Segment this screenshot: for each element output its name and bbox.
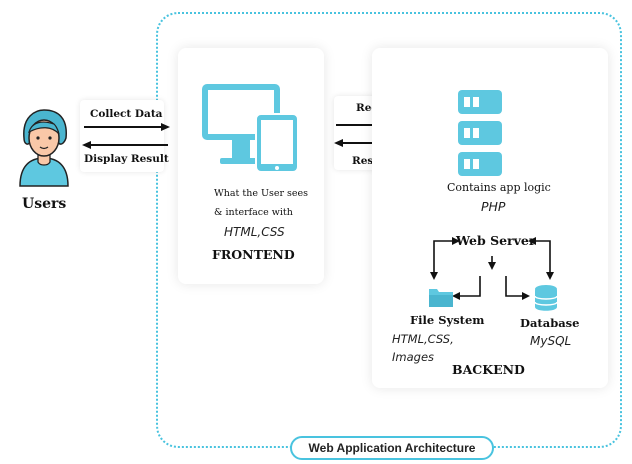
display-result-arrow [82,141,168,149]
diagram-title-badge: Web Application Architecture [290,436,494,460]
frontend-tech: HTML,CSS [224,225,285,239]
web-server-connectors [430,237,554,300]
database-tech: MySQL [530,334,572,348]
users-label: Users [22,196,67,212]
frontend-desc-line2: & interface with [214,207,293,218]
server-stack-icon [458,90,502,176]
display-result-label: Display Result [84,153,169,165]
web-server-label: Web Server [456,233,536,248]
user-avatar-icon [19,109,69,187]
file-system-tech-line2: Images [392,350,435,364]
database-icon [534,285,558,311]
database-label: Database [520,316,580,330]
users-frontend-connector [80,100,164,172]
backend-title: BACKEND [452,362,525,377]
backend-logic: Contains app logic [447,181,551,194]
collect-data-label: Collect Data [90,108,163,120]
folder-icon [429,289,453,307]
file-system-tech-line1: HTML,CSS, [392,332,454,346]
collect-data-arrow [84,123,170,131]
file-system-label: File System [410,313,485,327]
frontend-desc-line1: What the User sees [214,188,309,199]
frontend-title: FRONTEND [212,247,295,262]
desktop-devices-icon [202,84,299,173]
backend-lang: PHP [481,199,506,214]
